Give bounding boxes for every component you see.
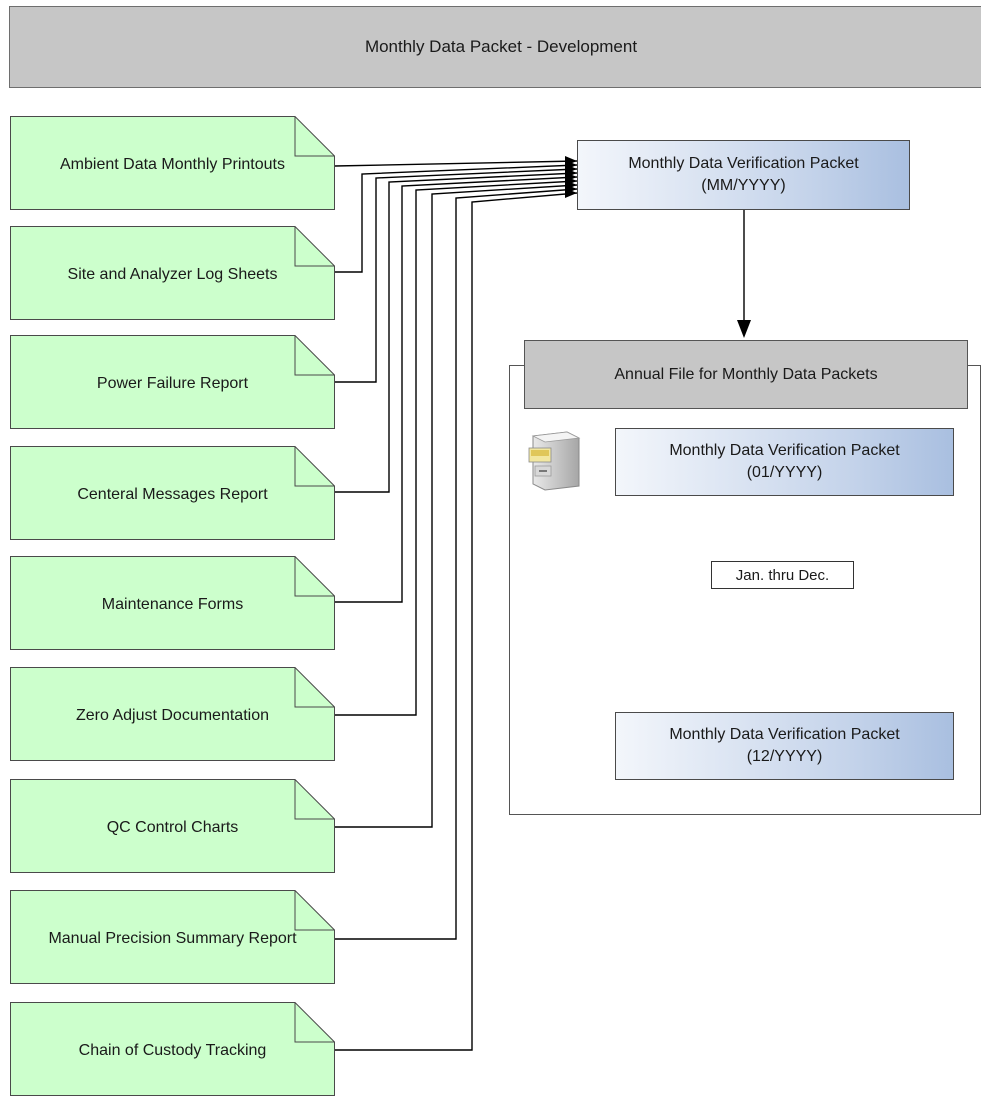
document-label: Maintenance Forms (101, 596, 244, 613)
document-node: Ambient Data Monthly Printouts (10, 116, 335, 210)
file-cabinet-icon (525, 430, 583, 497)
document-label: Zero Adjust Documentation (76, 707, 269, 724)
page-title: Monthly Data Packet - Development (9, 6, 981, 88)
document-label: Site and Analyzer Log Sheets (67, 266, 278, 283)
packet-main-title: Monthly Data Verification Packet (628, 155, 859, 172)
packet-first-period: (01/YYYY) (746, 464, 823, 481)
document-label: Ambient Data Monthly Printouts (60, 156, 285, 173)
document-label: QC Control Charts (106, 819, 239, 836)
document-node: Site and Analyzer Log Sheets (10, 226, 335, 320)
document-label: Chain of Custody Tracking (78, 1042, 267, 1059)
document-node: Zero Adjust Documentation (10, 667, 335, 761)
document-label: Centeral Messages Report (77, 486, 268, 503)
connector-wire (335, 164, 578, 273)
connector-wire (335, 188, 578, 940)
connector-label: Jan. thru Dec. (711, 561, 854, 589)
connector-wire (335, 180, 578, 716)
page-title-text: Monthly Data Packet - Development (364, 37, 638, 56)
document-node: Manual Precision Summary Report (10, 890, 335, 984)
packet-main: Monthly Data Verification Packet (MM/YYY… (577, 140, 910, 210)
packet-last-period: (12/YYYY) (746, 748, 823, 765)
packet-main-period: (MM/YYYY) (701, 177, 786, 194)
packet-first-title: Monthly Data Verification Packet (669, 442, 900, 459)
arrowhead (737, 320, 751, 338)
packet-last-month: Monthly Data Verification Packet (12/YYY… (615, 712, 954, 780)
document-node: Power Failure Report (10, 335, 335, 429)
document-node: QC Control Charts (10, 779, 335, 873)
annual-file-title: Annual File for Monthly Data Packets (524, 340, 968, 409)
packet-first-month: Monthly Data Verification Packet (01/YYY… (615, 428, 954, 496)
connector-label-text: Jan. thru Dec. (735, 566, 830, 584)
annual-file-title-text: Annual File for Monthly Data Packets (614, 365, 878, 383)
connector-wire (335, 172, 578, 493)
document-label: Power Failure Report (96, 375, 249, 392)
connector-wire (335, 184, 578, 828)
connector-wire (335, 168, 578, 383)
connector-wire (334, 160, 578, 167)
document-node: Centeral Messages Report (10, 446, 335, 540)
arrowhead (565, 188, 577, 198)
document-node: Maintenance Forms (10, 556, 335, 650)
document-label: Manual Precision Summary Report (48, 930, 297, 947)
connector-wire (335, 192, 578, 1051)
document-node: Chain of Custody Tracking (10, 1002, 335, 1096)
connector-wire (335, 176, 578, 603)
packet-last-title: Monthly Data Verification Packet (669, 726, 900, 743)
